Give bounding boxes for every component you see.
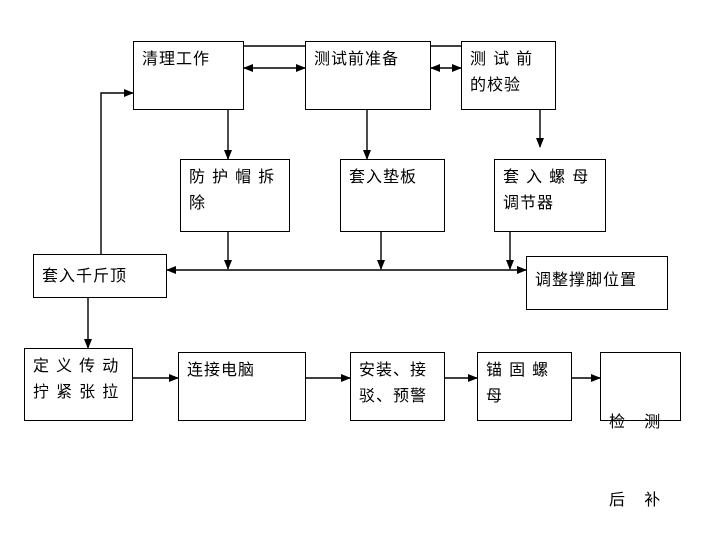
- node-jiaoyan-line-2: 的校验: [470, 75, 522, 94]
- node-luomu-line-2: 调节器: [503, 193, 555, 212]
- flowchart-connectors: [84, 45, 601, 382]
- node-qianjin: 套入千斤顶: [33, 254, 167, 298]
- node-qianjin-line-1: 套入千斤顶: [42, 266, 128, 285]
- node-maogu-line-2: 母: [486, 386, 504, 405]
- node-ceshi: 测试前准备: [305, 41, 431, 110]
- node-anzhuang-line-1: 安装、接: [359, 360, 428, 379]
- node-anzhuang: 安装、接 驳、预警: [350, 352, 445, 421]
- node-jiance-line-1: 检 测: [609, 412, 662, 431]
- node-anzhuang-line-2: 驳、预警: [359, 386, 428, 405]
- node-fanghu: 防 护 帽 拆 除: [180, 159, 290, 232]
- node-tiaozheng: 调整撑脚位置: [526, 256, 668, 310]
- node-maogu-line-1: 锚 固 螺: [486, 360, 550, 379]
- node-luomu: 套 入 螺 母 调节器: [494, 159, 606, 232]
- arrow-qianjin-qingli: [100, 89, 134, 254]
- node-fanghu-line-2: 除: [189, 193, 207, 212]
- node-qingli: 清理工作: [133, 41, 244, 110]
- node-dingyi-line-2: 拧 紧 张 拉: [33, 382, 120, 401]
- node-jiance-line-2: 后 补: [609, 490, 662, 509]
- node-dingyi-line-1: 定 义 传 动: [33, 356, 120, 375]
- node-ceshi-line-1: 测试前准备: [314, 49, 400, 68]
- node-jiaoyan: 测 试 前 的校验: [461, 41, 556, 110]
- node-lianjie: 连接电脑: [178, 352, 306, 421]
- node-jiaoyan-line-1: 测 试 前: [470, 49, 534, 68]
- node-dianban-line-1: 套入垫板: [349, 167, 418, 186]
- node-dianban: 套入垫板: [340, 159, 445, 232]
- node-luomu-line-1: 套 入 螺 母: [503, 167, 590, 186]
- node-qingli-line-1: 清理工作: [142, 49, 211, 68]
- node-jiance: 检 测 后 补: [600, 352, 681, 509]
- node-dingyi: 定 义 传 动 拧 紧 张 拉: [24, 348, 133, 421]
- node-fanghu-line-1: 防 护 帽 拆: [189, 167, 276, 186]
- node-tiaozheng-line-1: 调整撑脚位置: [535, 270, 638, 289]
- node-maogu: 锚 固 螺 母: [477, 352, 572, 421]
- node-lianjie-line-1: 连接电脑: [187, 360, 256, 379]
